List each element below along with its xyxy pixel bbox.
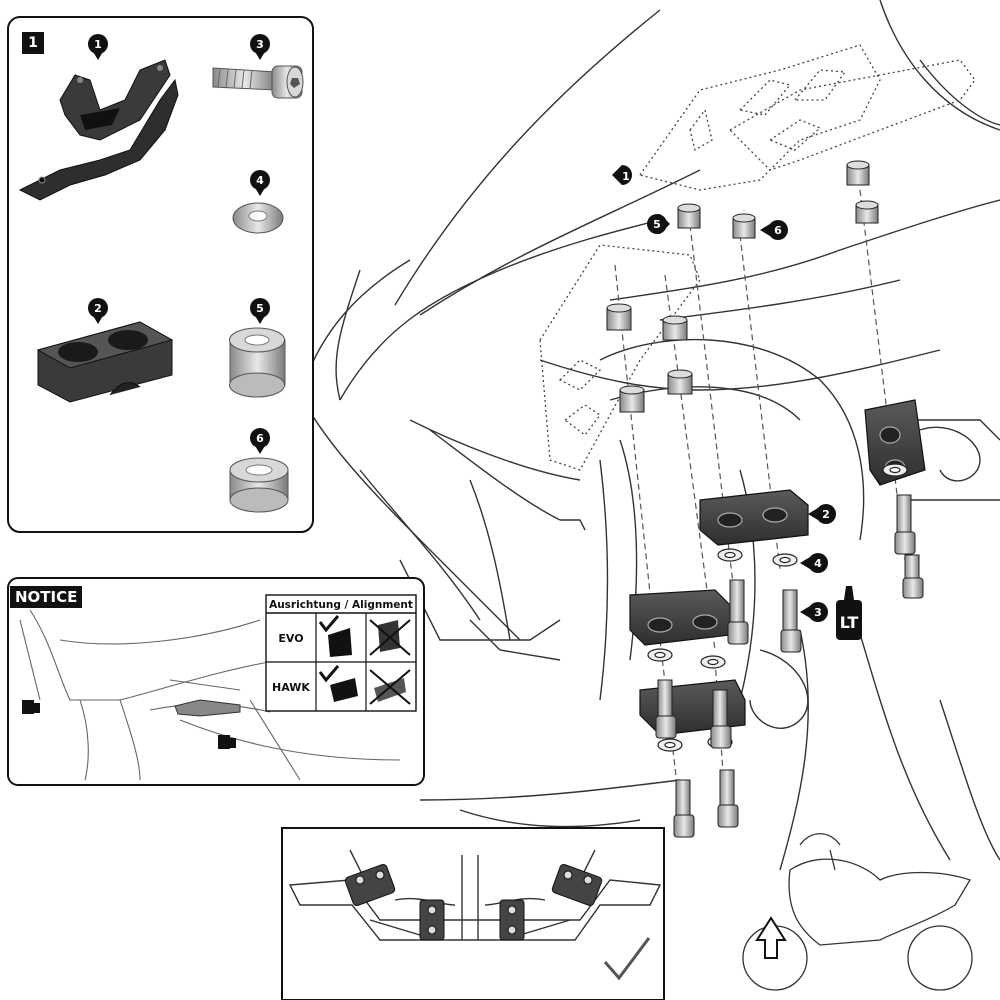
svg-text:5: 5	[653, 218, 661, 231]
alignment-row-label: EVO	[278, 632, 303, 645]
clamp-block-middle	[629, 589, 731, 646]
checkmark-icon	[318, 615, 340, 633]
part-number-pin: 4	[250, 170, 270, 196]
mounting-plate-dotted	[539, 44, 976, 471]
callout-pin: 2	[808, 504, 836, 524]
part-orientation-icon	[374, 678, 406, 702]
top-view-panel	[281, 827, 665, 1000]
part-4-washer	[232, 202, 284, 234]
spacer-set	[606, 160, 879, 413]
svg-text:2: 2	[822, 508, 830, 521]
part-orientation-icon	[330, 678, 358, 702]
threadlocker-label: LT	[840, 613, 859, 632]
part-number-pins: 1 2 3 4 5 6	[88, 34, 270, 454]
step-number-badge: 1	[22, 32, 44, 54]
alignment-table: Ausrichtung / Alignment EVO HAWK	[265, 594, 417, 712]
svg-text:5: 5	[256, 302, 264, 315]
part-5-spacer	[229, 327, 286, 398]
svg-text:6: 6	[256, 432, 264, 445]
part-number-pin: 6	[250, 428, 270, 454]
cross-icon	[369, 669, 411, 705]
callout-pin: 5	[647, 214, 670, 234]
notice-bracket-sketch	[174, 699, 241, 717]
svg-text:2: 2	[94, 302, 102, 315]
checkmark-icon	[603, 937, 651, 981]
svg-text:1: 1	[94, 38, 102, 51]
alignment-table-header: Ausrichtung / Alignment	[269, 599, 413, 611]
svg-text:6: 6	[774, 224, 782, 237]
arrow-up-icon	[755, 916, 787, 959]
parts-legend-panel: 1 2 3 4 5 6	[7, 16, 314, 533]
clamp-block-upper	[699, 489, 809, 546]
part-orientation-icon	[328, 628, 352, 657]
part-number-pin: 1	[88, 34, 108, 60]
callout-pin: 4	[800, 553, 828, 573]
bolt-set	[655, 494, 924, 838]
svg-text:4: 4	[814, 557, 822, 570]
part-2-clamp-block	[36, 321, 174, 403]
part-number-pin: 3	[250, 34, 270, 60]
notice-line-art	[19, 609, 401, 781]
callout-pin: 3	[800, 602, 828, 622]
top-view-bolt-heads	[355, 870, 593, 935]
motorcycle-silhouette-icon	[742, 833, 973, 991]
part-6-spacer	[229, 457, 289, 513]
part-number-pin: 2	[88, 298, 108, 324]
callout-pins: 1 5 6 2 4 3	[612, 165, 836, 622]
svg-text:3: 3	[256, 38, 264, 51]
part-1-bracket	[18, 59, 179, 201]
checkmark-icon	[318, 665, 340, 683]
motorcycle-line-art	[299, 0, 1000, 871]
part-3-bolt	[212, 65, 304, 99]
clamp-blocks	[629, 399, 926, 736]
svg-text:4: 4	[256, 174, 264, 187]
svg-text:3: 3	[814, 606, 822, 619]
threadlocker-bottle-icon: LT	[836, 586, 862, 640]
svg-text:1: 1	[622, 170, 630, 183]
alignment-row-label: HAWK	[272, 681, 310, 694]
notice-title: NOTICE	[10, 586, 83, 608]
notice-panel: Ausrichtung / Alignment EVO HAWK	[7, 577, 425, 786]
part-number-pin: 5	[250, 298, 270, 324]
hand-icon	[218, 735, 236, 749]
cross-icon	[369, 619, 411, 656]
hand-icon	[22, 700, 40, 714]
callout-pin: 1	[612, 165, 632, 185]
callout-pin: 6	[760, 220, 788, 240]
